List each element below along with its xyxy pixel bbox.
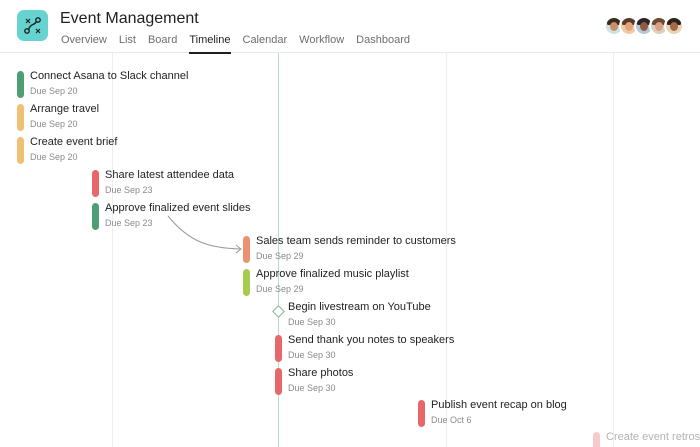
task-due-date: Due Sep 30	[288, 383, 336, 393]
task-name: Send thank you notes to speakers	[288, 334, 455, 346]
task-bar	[418, 400, 425, 427]
task-name: Sales team sends reminder to customers	[256, 235, 456, 247]
task-name: Approve finalized music playlist	[256, 268, 409, 280]
task-due-date: Due Sep 20	[30, 119, 78, 129]
tab-dashboard[interactable]: Dashboard	[356, 34, 410, 46]
project-tabs: Overview List Board Timeline Calendar Wo…	[61, 33, 422, 54]
timeline-canvas: Connect Asana to Slack channel Due Sep 2…	[0, 53, 700, 447]
task-bar	[243, 236, 250, 263]
task-due-date: Due Sep 30	[288, 317, 336, 327]
gridline	[446, 53, 447, 447]
tab-overview[interactable]: Overview	[61, 34, 107, 46]
tab-board[interactable]: Board	[147, 34, 178, 46]
project-icon[interactable]	[17, 10, 48, 41]
task-name: Connect Asana to Slack channel	[30, 70, 189, 82]
page-title: Event Management	[60, 10, 199, 27]
task-name: Share photos	[288, 367, 354, 379]
project-header: Event Management Overview List Board Tim…	[0, 0, 700, 54]
task-name: Create event retros	[606, 431, 700, 443]
timeline-branch-icon	[24, 17, 41, 34]
task-bar	[17, 137, 24, 164]
task-due-date: Due Sep 29	[256, 251, 304, 261]
tab-calendar[interactable]: Calendar	[242, 34, 288, 46]
task-bar	[593, 432, 600, 447]
task-name: Create event brief	[30, 136, 118, 148]
gridline	[112, 53, 113, 447]
task-due-date: Due Sep 29	[256, 284, 304, 294]
gridline	[613, 53, 614, 447]
dependency-arrow	[167, 215, 242, 254]
task-due-date: Due Sep 30	[288, 350, 336, 360]
task-due-date: Due Sep 23	[105, 218, 153, 228]
tab-list[interactable]: List	[118, 34, 136, 46]
task-due-date: Due Sep 23	[105, 185, 153, 195]
task-bar	[92, 203, 99, 230]
tab-timeline[interactable]: Timeline	[189, 33, 231, 54]
task-due-date: Due Oct 6	[431, 415, 472, 425]
task-name: Begin livestream on YouTube	[288, 301, 431, 313]
project-members[interactable]	[604, 16, 684, 36]
task-name: Arrange travel	[30, 103, 100, 115]
tab-workflow[interactable]: Workflow	[299, 34, 345, 46]
task-due-date: Due Sep 20	[30, 86, 78, 96]
today-marker	[278, 53, 279, 447]
task-name: Approve finalized event slides	[105, 202, 251, 214]
task-bar	[243, 269, 250, 296]
task-name: Publish event recap on blog	[431, 399, 567, 411]
task-bar	[275, 368, 282, 395]
task-due-date: Due Sep 20	[30, 152, 78, 162]
task-bar	[17, 104, 24, 131]
avatar[interactable]	[664, 16, 684, 36]
task-bar	[275, 335, 282, 362]
task-name: Share latest attendee data	[105, 169, 235, 181]
milestone-diamond-icon	[272, 305, 285, 318]
task-bar	[92, 170, 99, 197]
task-bar	[17, 71, 24, 98]
